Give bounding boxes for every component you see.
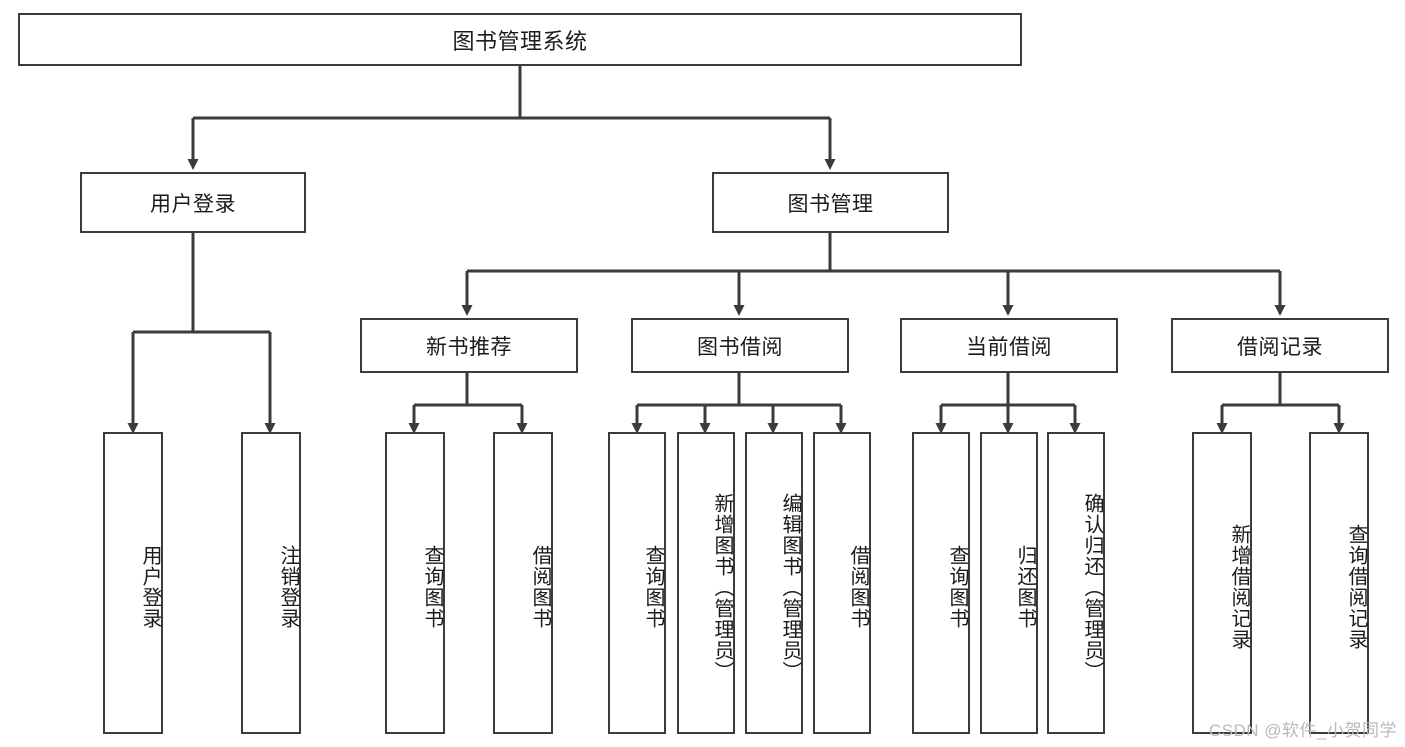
node-leaf-borrow-book-1[interactable]: 借阅图书 (493, 432, 553, 734)
node-user-login-label: 用户登录 (150, 192, 236, 216)
node-leaf-query-record-label: 查询借阅记录 (1345, 524, 1367, 650)
node-leaf-query-book-1[interactable]: 查询图书 (385, 432, 445, 734)
node-leaf-query-book-2[interactable]: 查询图书 (608, 432, 666, 734)
node-leaf-return-book-label: 归还图书 (1014, 545, 1036, 629)
node-leaf-query-book-2-label: 查询图书 (642, 545, 664, 629)
node-leaf-query-book-3-label: 查询图书 (946, 545, 968, 629)
node-current-borrow[interactable]: 当前借阅 (900, 318, 1118, 373)
node-borrow-record[interactable]: 借阅记录 (1171, 318, 1389, 373)
node-leaf-query-book-1-label: 查询图书 (421, 545, 443, 629)
node-new-book-rec-label: 新书推荐 (426, 335, 512, 359)
node-leaf-query-record[interactable]: 查询借阅记录 (1309, 432, 1369, 734)
node-borrow-record-label: 借阅记录 (1237, 335, 1323, 359)
node-book-borrow-label: 图书借阅 (697, 335, 783, 359)
node-leaf-edit-book[interactable]: 编辑图书（管理员） (745, 432, 803, 734)
node-root[interactable]: 图书管理系统 (18, 13, 1022, 66)
node-leaf-edit-book-label: 编辑图书（管理员） (779, 492, 801, 682)
node-leaf-user-login-label: 用户登录 (139, 545, 161, 629)
node-current-borrow-label: 当前借阅 (966, 335, 1052, 359)
node-leaf-borrow-book-2[interactable]: 借阅图书 (813, 432, 871, 734)
node-leaf-add-book[interactable]: 新增图书（管理员） (677, 432, 735, 734)
node-leaf-query-book-3[interactable]: 查询图书 (912, 432, 970, 734)
node-new-book-rec[interactable]: 新书推荐 (360, 318, 578, 373)
node-book-borrow[interactable]: 图书借阅 (631, 318, 849, 373)
node-leaf-logout[interactable]: 注销登录 (241, 432, 301, 734)
node-leaf-return-book[interactable]: 归还图书 (980, 432, 1038, 734)
node-user-login[interactable]: 用户登录 (80, 172, 306, 233)
node-leaf-borrow-book-1-label: 借阅图书 (529, 545, 551, 629)
node-leaf-add-record[interactable]: 新增借阅记录 (1192, 432, 1252, 734)
node-leaf-confirm-return-label: 确认归还（管理员） (1081, 492, 1103, 682)
node-leaf-user-login[interactable]: 用户登录 (103, 432, 163, 734)
watermark-text: CSDN @软件_小贺同学 (1208, 721, 1397, 740)
node-leaf-confirm-return[interactable]: 确认归还（管理员） (1047, 432, 1105, 734)
node-book-manage-label: 图书管理 (787, 192, 874, 216)
node-leaf-add-book-label: 新增图书（管理员） (711, 492, 733, 682)
node-book-manage[interactable]: 图书管理 (712, 172, 949, 233)
node-leaf-borrow-book-2-label: 借阅图书 (847, 545, 869, 629)
node-leaf-add-record-label: 新增借阅记录 (1228, 524, 1250, 650)
node-root-label: 图书管理系统 (452, 28, 588, 54)
node-leaf-logout-label: 注销登录 (277, 545, 299, 629)
